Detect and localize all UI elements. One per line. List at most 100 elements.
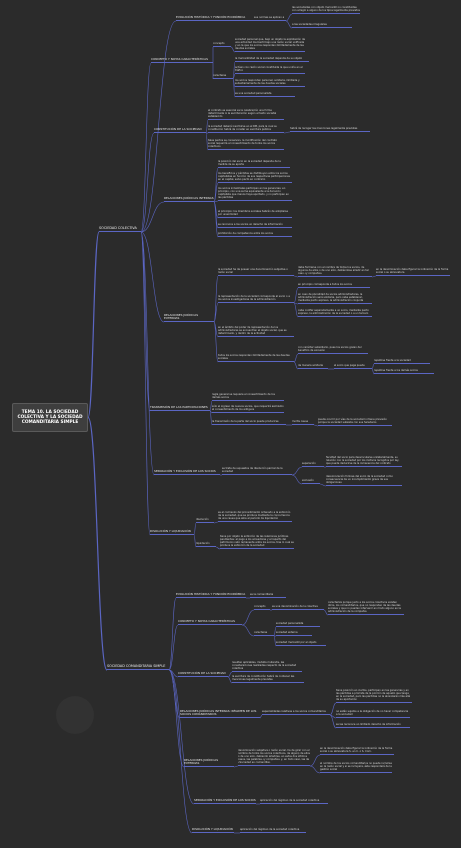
node-c-caract-4[interactable]: es una sociedad personalista	[235, 92, 295, 97]
node-c-rext-3[interactable]: en el ámbito del poder de representación…	[218, 326, 294, 337]
node-c-dis-1a[interactable]: es el comienzo del procedimiento ordenad…	[218, 511, 292, 522]
node-c-caract-1[interactable]: la mercantilidad de la sociedad depende …	[235, 57, 309, 62]
connector-comanditaria	[87, 416, 108, 671]
root-topic[interactable]: TEMA 10. LA SOCIEDAD COLECTIVA Y LA SOCI…	[12, 403, 88, 432]
node-c-rext-2a[interactable]: en principio corresponde a todos los soc…	[298, 283, 370, 288]
node-c-rext-1b[interactable]: en la denominación deba figurar la indic…	[376, 268, 450, 276]
node-s-rint-a[interactable]: especialidades relativas a los socios co…	[262, 710, 330, 715]
node-s-dis-a[interactable]: aplicación del régimen de la sociedad co…	[240, 828, 306, 833]
node-c-dis-1[interactable]: disolución	[196, 518, 214, 523]
node-c-evol-a1[interactable]: las sociedades con objeto mercantil no c…	[292, 6, 360, 14]
node-s-trans-a[interactable]: aplicación del régimen de la sociedad co…	[260, 799, 328, 804]
connector-c-sep-1b	[291, 474, 303, 485]
node-s-evol-a[interactable]: es la comanditaria	[250, 593, 286, 598]
node-s-concepto[interactable]: CONCEPTO Y NOTAS CARACTERÍSTICAS	[178, 619, 242, 625]
node-c-rint-6[interactable]: prohibición de competencia entre los soc…	[218, 232, 292, 237]
node-c-rint-4[interactable]: el principio: los miembros sociales habr…	[218, 210, 292, 218]
node-c-rint-3[interactable]: los socios industriales participan en la…	[218, 187, 292, 201]
node-c-rext-1a[interactable]: debe formarse con el nombre de todos los…	[298, 266, 372, 277]
node-s-trans[interactable]: SEPARACIÓN Y EXCLUSIÓN DE LOS SOCIOS	[194, 798, 256, 804]
node-c-sep-1b[interactable]: exclusión	[302, 479, 320, 484]
node-s-caract[interactable]: caracteres	[254, 631, 274, 636]
node-s-const[interactable]: CONSTITUCIÓN DE LA SOCIEDAD	[178, 671, 228, 677]
connector-colectiva	[87, 231, 100, 419]
node-c-sep-1b1[interactable]: desvinculación forzosa del socio de la s…	[326, 475, 402, 486]
node-c-rint[interactable]: RELACIONES JURÍDICAS INTERNAS	[164, 196, 214, 202]
node-s-rint-a2[interactable]: no están sujetos a la obligación de no h…	[336, 710, 410, 718]
node-c-rext-4b1b[interactable]: repetirse frente a los demás socios	[374, 369, 434, 374]
node-c-rext-2b[interactable]: en caso de pluralidad de socios administ…	[298, 293, 372, 304]
node-c-trans-2[interactable]: sólo el ingreso de nuevos socios, que re…	[212, 405, 284, 413]
node-s-const-2[interactable]: la escritura de constitución habrá de co…	[232, 675, 304, 683]
node-c-const[interactable]: CONSTITUCIÓN DE LA SOCIEDAD	[154, 127, 206, 133]
node-s-caract-3[interactable]: sociedad mercantil por el objeto	[276, 641, 326, 646]
node-c-sep-1a[interactable]: separación	[302, 462, 324, 467]
node-c-caract-2[interactable]: actúan con razón social constituida la q…	[235, 66, 305, 74]
node-s-concepto-k[interactable]: concepto	[254, 605, 270, 610]
node-s-rext[interactable]: RELACIONES JURÍDICAS EXTERNAS	[184, 758, 234, 768]
connector-c-dis-1	[193, 522, 197, 536]
node-c-caract-3[interactable]: los socios responden personal, solidaria…	[235, 79, 305, 87]
node-c-dis-2a[interactable]: tiene por objeto la extinción de las rel…	[220, 535, 294, 549]
node-c-trans-3a[interactable]: mortis causa	[292, 420, 314, 425]
node-c-rint-2[interactable]: los beneficios y pérdidas se distribuyen…	[218, 172, 292, 183]
node-c-sep[interactable]: SEPARACIÓN Y EXCLUSIÓN DE LOS SOCIOS	[154, 469, 220, 475]
node-c-const-2[interactable]: la sociedad deberá inscribirse en el RM,…	[208, 125, 284, 133]
node-c-rext-4a[interactable]: con carácter subsidiario, pues los socio…	[298, 346, 368, 354]
node-c-trans[interactable]: TRANSMISIÓN DE LAS PARTICIPACIONES	[150, 405, 210, 411]
node-c-rint-5[interactable]: se reconoce a los socios un derecho de i…	[218, 223, 292, 228]
node-colectiva[interactable]: SOCIEDAD COLECTIVA	[99, 226, 141, 232]
node-c-rext[interactable]: RELACIONES JURÍDICAS EXTERNAS	[164, 313, 214, 323]
node-c-rext-4b[interactable]: de manera solidaria	[298, 364, 328, 369]
node-s-const-1[interactable]: resultan aplicables, mutatis mutandis, l…	[232, 661, 302, 672]
node-c-sep-1a1[interactable]: facultad del socio para desvincularse un…	[326, 456, 402, 467]
connector-c-dis-2	[193, 534, 197, 548]
node-s-evol[interactable]: EVOLUCIÓN HISTÓRICA Y FUNCIÓN ECONÓMICA	[176, 592, 246, 598]
connector-c-trans-1	[209, 400, 213, 412]
connector-c-trans-3	[209, 410, 213, 426]
node-s-caract-1[interactable]: sociedad personalista	[276, 622, 320, 627]
node-comanditaria[interactable]: SOCIEDAD COMANDITARIA SIMPLE	[107, 664, 169, 670]
node-c-rext-2c[interactable]: cabe confiar separadamente a un socio, m…	[298, 309, 372, 317]
node-s-dis[interactable]: DISOLUCIÓN Y LIQUIDACIÓN	[192, 827, 234, 833]
node-c-rext-1[interactable]: la sociedad ha de poseer una denominació…	[218, 268, 294, 276]
node-c-evol-a[interactable]: sus normas se aplican a	[254, 16, 286, 21]
node-s-rext-1a[interactable]: en la denominación deba figurar la indic…	[320, 747, 394, 755]
connector-s-dis	[168, 669, 193, 834]
node-s-rext-1b[interactable]: el nombre de los socios comanditarios no…	[320, 762, 392, 773]
node-c-const-1[interactable]: el contrato es esencial es la celebració…	[208, 109, 284, 120]
node-c-concepto-k1[interactable]: sociedad personal que, bajo un objeto la…	[235, 38, 306, 52]
connector-c-rext-1	[213, 275, 219, 323]
node-c-rext-4b1a[interactable]: repetirse frente a la sociedad	[374, 359, 430, 364]
connector-c-rext-1b	[371, 275, 377, 278]
node-c-dis-2[interactable]: liquidación	[196, 542, 216, 547]
connector-c-const-2a	[283, 131, 291, 134]
node-c-evol[interactable]: EVOLUCIÓN HISTÓRICA Y FUNCIÓN ECONÓMICA	[176, 15, 254, 21]
connector-s-rint-a1	[329, 702, 337, 716]
node-c-concepto[interactable]: CONCEPTO Y NOTAS CARACTERÍSTICAS	[151, 57, 213, 63]
node-s-rint-a3[interactable]: se les reconoce un limitado derecho de i…	[336, 723, 410, 728]
node-s-rint-a1[interactable]: tiene posición en ciertos, participan en…	[336, 689, 412, 703]
node-s-concepto-k1a[interactable]: caracteriza porque junto a los socios co…	[328, 601, 404, 615]
node-c-trans-3b[interactable]: puede ocurrir por vías de la sociedad ni…	[318, 418, 392, 426]
node-c-rext-4b1[interactable]: el socio que paga puede	[334, 364, 372, 369]
node-s-concepto-k1[interactable]: es una denominación de la colectiva	[272, 605, 324, 610]
node-c-caract[interactable]: caracteres	[213, 74, 233, 79]
node-c-concepto-k[interactable]: concepto	[213, 42, 231, 47]
node-c-rext-4[interactable]: todos los socios responden ilimitadament…	[218, 354, 294, 362]
node-c-rext-2[interactable]: la representación de la sociedad corresp…	[218, 295, 294, 303]
node-c-rint-1[interactable]: la posición del socio en la sociedad dep…	[218, 160, 290, 168]
node-c-sep-1[interactable]: se trata de supuestos de disolución parc…	[222, 467, 292, 475]
node-s-caract-2[interactable]: sociedad externa	[276, 631, 312, 636]
connector-c-concepto	[140, 62, 152, 233]
node-c-const-3[interactable]: tales pactos se conservan, la modificaci…	[208, 139, 284, 150]
node-c-trans-3[interactable]: la transmisión de la parte del socio pue…	[212, 420, 286, 425]
node-s-rext-1[interactable]: denominación subjetiva o razón social, h…	[238, 749, 310, 767]
node-c-trans-1[interactable]: regla general se requiere el consentimie…	[212, 393, 284, 401]
node-s-rint[interactable]: RELACIONES JURÍDICAS INTERNAS: RÉGIMEN D…	[180, 709, 260, 719]
connector-c-concepto-k1	[230, 46, 236, 53]
node-c-const-2a[interactable]: habrá de recoger las menciones legalment…	[290, 127, 370, 132]
connector-s-rint-a3	[329, 714, 337, 729]
node-c-evol-a2[interactable]: a las sociedades irregulares	[292, 23, 352, 28]
node-c-dis[interactable]: DISOLUCIÓN Y LIQUIDACIÓN	[150, 529, 194, 535]
